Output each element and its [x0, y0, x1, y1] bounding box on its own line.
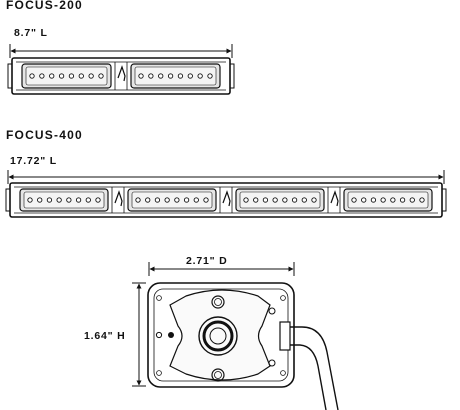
focus-200-lightbar — [7, 57, 235, 95]
depth-dimension-line — [148, 262, 295, 276]
module-divider — [114, 62, 128, 90]
lens-module — [130, 63, 221, 89]
focus-200-length-label: 8.7" L — [14, 27, 48, 39]
focus-200-title: FOCUS-200 — [6, 0, 83, 12]
height-label: 1.64" H — [84, 330, 126, 342]
height-dimension-line — [132, 282, 146, 387]
focus-400-length-label: 17.72" L — [10, 155, 57, 167]
focus-400-lightbar — [5, 182, 447, 218]
power-cable — [279, 321, 339, 410]
focus-200-dimension-line — [9, 44, 233, 58]
depth-label: 2.71" D — [186, 255, 228, 267]
lens-module — [235, 188, 325, 212]
lens-module — [127, 188, 217, 212]
focus-400-dimension-line — [7, 170, 445, 184]
lens-module — [19, 188, 109, 212]
lens-module — [21, 63, 112, 89]
lens-module — [343, 188, 433, 212]
module-divider — [327, 187, 341, 213]
end-view-housing — [147, 282, 295, 388]
focus-400-title: FOCUS-400 — [6, 128, 83, 142]
module-divider — [111, 187, 125, 213]
module-divider — [219, 187, 233, 213]
